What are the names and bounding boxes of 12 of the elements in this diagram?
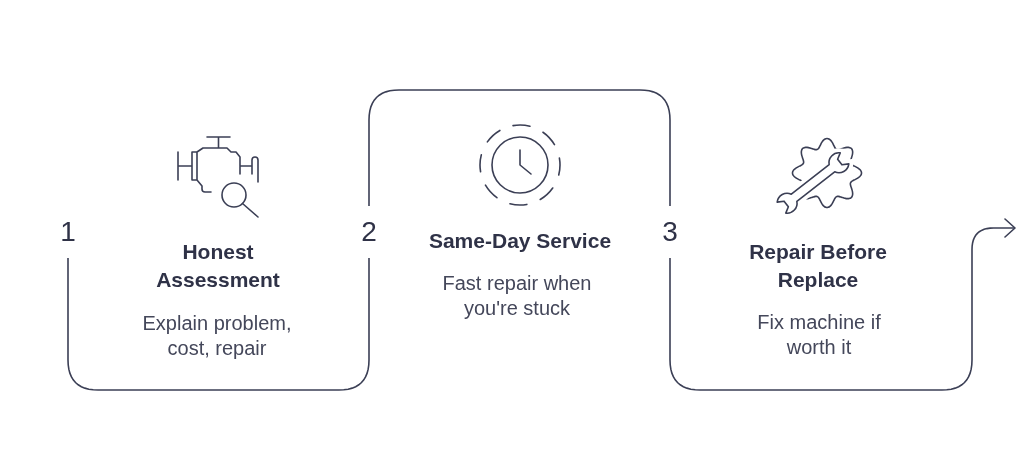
step-number: 2 [354,206,384,258]
step-title: Honest Assessment [155,239,281,293]
step-title: Same-Day Service [427,228,613,254]
step-description: Fix machine if worth it [756,310,882,360]
arrow [669,218,1016,391]
connector-line [67,257,370,391]
step-description: Explain problem, cost, repair [141,311,293,361]
step-number: 1 [53,206,83,258]
step-description: Fast repair when you're stuck [441,271,593,321]
step-title: Repair Before Replace [748,239,888,293]
step-number: 3 [655,206,685,258]
connector-line [368,89,671,207]
